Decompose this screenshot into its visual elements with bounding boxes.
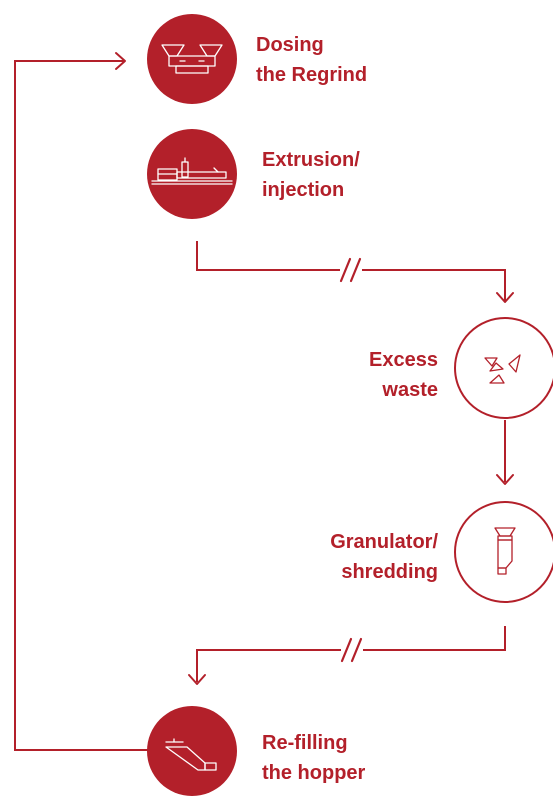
node-refill <box>147 706 237 796</box>
broken-fragments-icon <box>484 354 521 384</box>
label-granulator-line1: Granulator/ <box>330 531 438 553</box>
label-dosing-line1: Dosing <box>256 34 324 56</box>
label-refill-line2: the hopper <box>262 762 366 784</box>
arrowhead-into-dosing <box>115 52 126 70</box>
label-excess-waste: Excess waste <box>369 345 438 405</box>
node-extrusion <box>147 129 237 219</box>
label-extrusion-line1: Extrusion/ <box>262 149 360 171</box>
label-dosing-line2: the Regrind <box>256 64 368 86</box>
label-dosing: Dosing the Regrind <box>256 30 367 90</box>
arrowhead-into-refill <box>188 674 206 685</box>
granulator-icon <box>494 527 516 575</box>
extrusion-machine-icon <box>151 157 233 185</box>
label-granulator: Granulator/ shredding <box>330 527 438 587</box>
node-granulator <box>454 501 553 603</box>
label-granulator-line2: shredding <box>341 561 438 583</box>
label-refill: Re-filling the hopper <box>262 728 365 788</box>
label-excess-waste-line1: Excess <box>369 349 438 371</box>
label-excess-waste-line2: waste <box>382 379 438 401</box>
label-extrusion-line2: injection <box>262 179 345 201</box>
return-loop-line <box>14 60 148 751</box>
line-break-mark-top <box>339 257 362 283</box>
node-excess-waste <box>454 317 553 419</box>
dosing-hoppers-icon <box>161 44 223 74</box>
label-extrusion: Extrusion/ injection <box>262 145 360 205</box>
flow-connectors <box>14 60 506 751</box>
arrowhead-into-granulator <box>496 474 514 485</box>
line-break-mark-bottom <box>340 637 363 663</box>
label-refill-line1: Re-filling <box>262 732 348 754</box>
node-dosing <box>147 14 237 104</box>
hopper-icon <box>165 738 217 771</box>
arrowhead-into-waste <box>496 292 514 303</box>
